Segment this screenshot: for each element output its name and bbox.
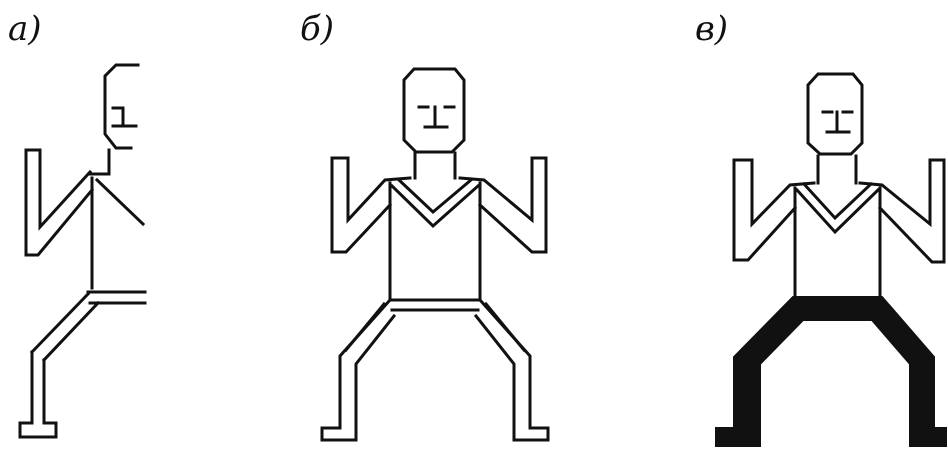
left-leg-inner <box>346 304 384 350</box>
face-highlighted <box>823 112 852 132</box>
neck-highlighted <box>818 156 856 183</box>
torso-highlighted <box>795 188 880 300</box>
face-front <box>419 107 454 127</box>
thigh-side <box>88 292 145 303</box>
back-side <box>92 178 143 288</box>
right-arm-front <box>460 158 546 252</box>
waist-front <box>392 300 478 310</box>
foot-side <box>20 352 56 437</box>
legs-highlighted <box>716 297 946 446</box>
right-leg-front <box>476 300 548 440</box>
collar-front <box>392 180 478 226</box>
collar-highlighted <box>797 184 878 232</box>
torso-front <box>390 183 480 300</box>
shin-side <box>32 294 98 360</box>
face-side <box>113 108 136 126</box>
right-arm-highlighted <box>860 160 944 262</box>
neck-front <box>415 153 455 178</box>
arm-side <box>26 150 92 255</box>
left-leg-front <box>322 300 394 440</box>
right-leg-inner <box>486 304 524 350</box>
left-arm-highlighted <box>734 160 814 260</box>
figure-side-view <box>20 65 145 437</box>
neck-side <box>90 150 109 174</box>
figure-front-outline <box>322 69 548 440</box>
figure-front-highlighted <box>716 74 946 446</box>
head-highlighted <box>808 74 862 154</box>
left-arm-front <box>332 158 410 252</box>
